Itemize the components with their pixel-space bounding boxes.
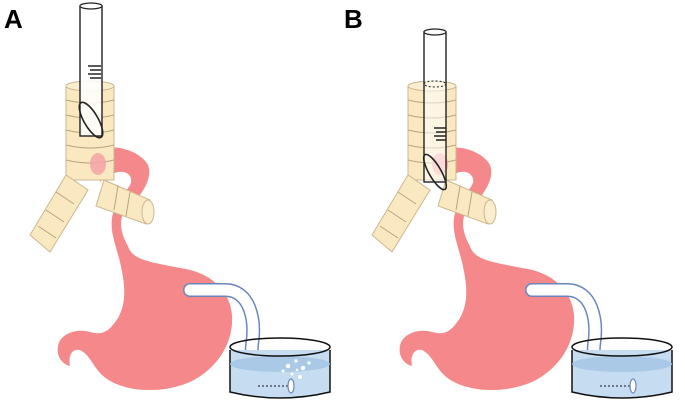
- panel-b: [371, 28, 673, 399]
- panel-a: [29, 2, 331, 399]
- panel-b-label: B: [344, 4, 363, 34]
- cuff-spot: [90, 153, 106, 175]
- panel-a-label: A: [4, 4, 23, 34]
- water-beaker-icon: [571, 337, 673, 399]
- endotracheal-tube-icon: [422, 28, 448, 191]
- endotracheal-tube-icon: [78, 2, 104, 139]
- air-bubbles: [280, 358, 312, 380]
